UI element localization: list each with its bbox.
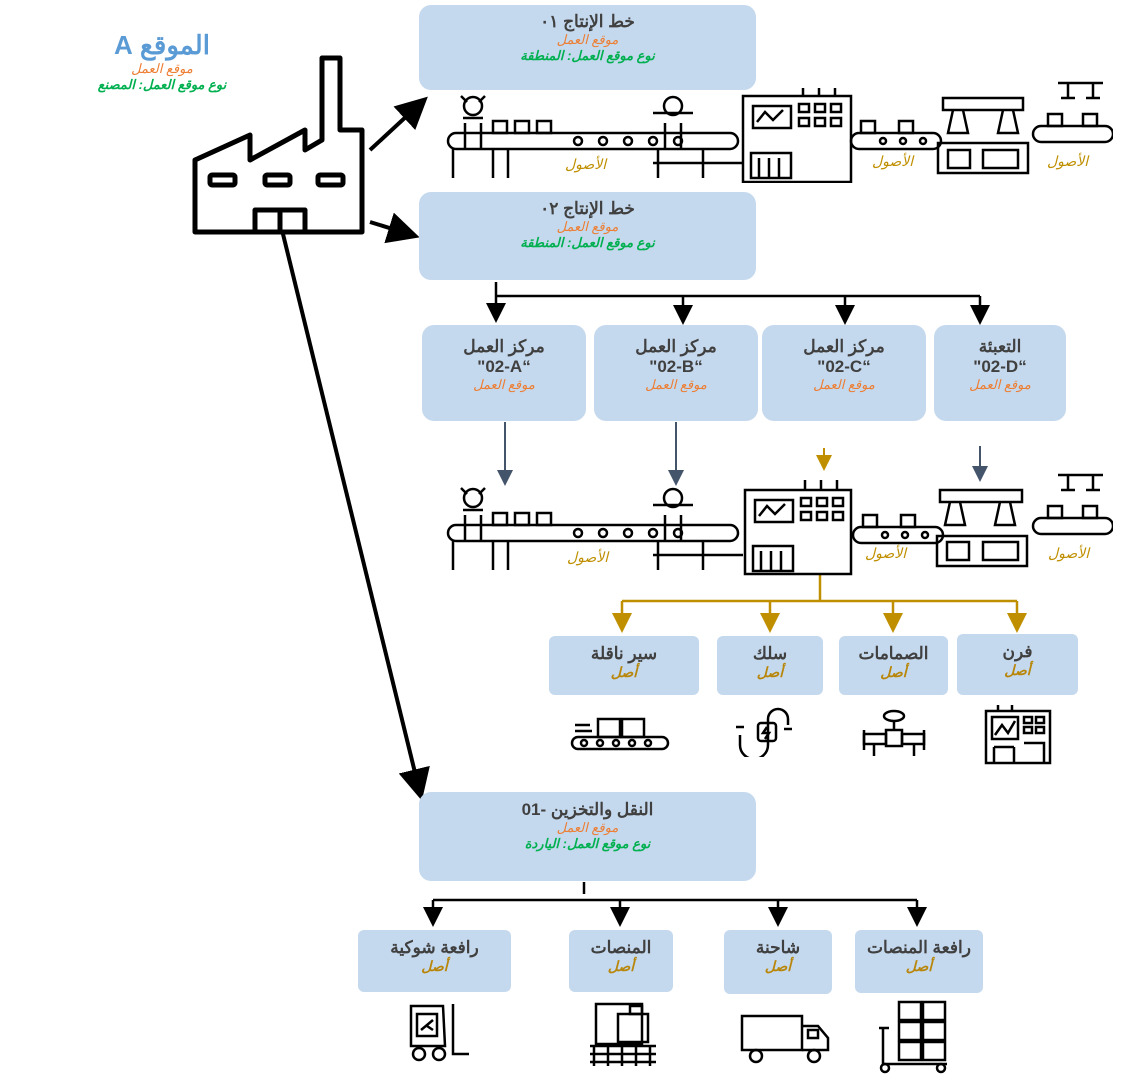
asset-title: سير ناقلة: [590, 644, 658, 663]
production-line-1-illustration: [446, 81, 1113, 183]
asset-type: أصل: [880, 664, 907, 680]
asset-title: رافعة المنصات: [867, 938, 971, 957]
work-center-code: "02-B“: [649, 357, 703, 376]
line2-asset-label-3: الأصول: [1048, 545, 1090, 561]
forklift-icon: [409, 1004, 469, 1062]
asset-type: أصل: [607, 958, 635, 974]
transport-storage[interactable]: النقل والتخزين -01 موقع العمل نوع موقع ا…: [419, 792, 756, 881]
line2-title: خط الإنتاج ٠٢: [540, 199, 635, 218]
asset-wire[interactable]: سلك أصل: [717, 636, 823, 695]
asset-title: رافعة شوكية: [390, 938, 479, 957]
asset-truck[interactable]: شاحنة أصل: [724, 930, 832, 994]
line1-asset-label-2: الأصول: [872, 153, 914, 169]
work-center-title: التعبئة: [978, 337, 1022, 356]
pallets-icon: [590, 1002, 656, 1066]
oven-icon: [984, 705, 1052, 765]
production-line-2[interactable]: خط الإنتاج ٠٢ موقع العمل نوع موقع العمل:…: [419, 192, 756, 280]
asset-pallets[interactable]: المنصات أصل: [569, 930, 673, 992]
transport-title: النقل والتخزين -01: [521, 800, 654, 819]
asset-title: فرن: [1002, 642, 1033, 661]
work-center-title: مركز العمل: [803, 337, 885, 356]
asset-oven[interactable]: فرن أصل: [957, 634, 1078, 695]
work-center-subtitle: موقع العمل: [473, 377, 535, 392]
valve-icon: [862, 709, 926, 756]
site-title: الموقع A: [114, 30, 210, 60]
production-line-1[interactable]: خط الإنتاج ٠١ موقع العمل نوع موقع العمل:…: [419, 5, 756, 90]
asset-title: المنصات: [590, 938, 652, 957]
transport-subtitle: موقع العمل: [556, 820, 619, 835]
work-center-code: "02-C“: [817, 357, 871, 376]
line1-asset-label-1: الأصول: [565, 156, 607, 172]
pallet-jack-icon: [879, 1000, 947, 1074]
line1-title: خط الإنتاج ٠١: [540, 12, 635, 31]
asset-title: الصمامات: [858, 644, 929, 663]
line2-asset-label-2: الأصول: [865, 545, 907, 561]
line2-type: نوع موقع العمل: المنطقة: [520, 235, 655, 250]
asset-valves[interactable]: الصمامات أصل: [839, 636, 948, 695]
work-center-02-b[interactable]: مركز العمل "02-B“ موقع العمل: [594, 325, 758, 421]
asset-forklift[interactable]: رافعة شوكية أصل: [358, 930, 511, 992]
line1-subtitle: موقع العمل: [556, 32, 619, 47]
site-label: الموقع A موقع العمل نوع موقع العمل: المص…: [72, 30, 252, 93]
site-type: نوع موقع العمل: المصنع: [97, 77, 227, 92]
asset-title: شاحنة: [755, 938, 801, 957]
asset-conveyor-belt[interactable]: سير ناقلة أصل: [549, 636, 699, 695]
work-center-code: "02-A“: [477, 357, 531, 376]
work-center-02-a[interactable]: مركز العمل "02-A“ موقع العمل: [422, 325, 586, 421]
conveyor-icon: [570, 717, 670, 751]
production-line-2-illustration: [446, 473, 1113, 576]
work-center-title: مركز العمل: [463, 337, 545, 356]
line2-asset-label-1: الأصول: [567, 549, 609, 565]
asset-type: أصل: [421, 958, 448, 974]
truck-icon: [740, 1014, 830, 1064]
asset-title: سلك: [752, 644, 788, 663]
wire-icon: [736, 707, 792, 757]
asset-type: أصل: [610, 664, 638, 680]
asset-type: أصل: [756, 664, 784, 680]
factory-icon: [192, 55, 365, 235]
line1-asset-label-3: الأصول: [1047, 153, 1089, 169]
line2-subtitle: موقع العمل: [556, 219, 619, 234]
line1-type: نوع موقع العمل: المنطقة: [520, 48, 655, 63]
work-center-title: مركز العمل: [635, 337, 717, 356]
work-center-subtitle: موقع العمل: [645, 377, 707, 392]
work-center-subtitle: موقع العمل: [969, 377, 1031, 392]
work-center-code: "02-D“: [973, 357, 1027, 376]
asset-pallet-jack[interactable]: رافعة المنصات أصل: [855, 930, 983, 993]
asset-type: أصل: [905, 958, 933, 974]
asset-type: أصل: [1004, 662, 1031, 678]
transport-type: نوع موقع العمل: الياردة: [524, 836, 651, 851]
site-subtitle: موقع العمل: [131, 61, 193, 76]
asset-type: أصل: [764, 958, 792, 974]
work-center-subtitle: موقع العمل: [813, 377, 875, 392]
work-center-02-d[interactable]: التعبئة "02-D“ موقع العمل: [934, 325, 1066, 421]
work-center-02-c[interactable]: مركز العمل "02-C“ موقع العمل: [762, 325, 926, 421]
